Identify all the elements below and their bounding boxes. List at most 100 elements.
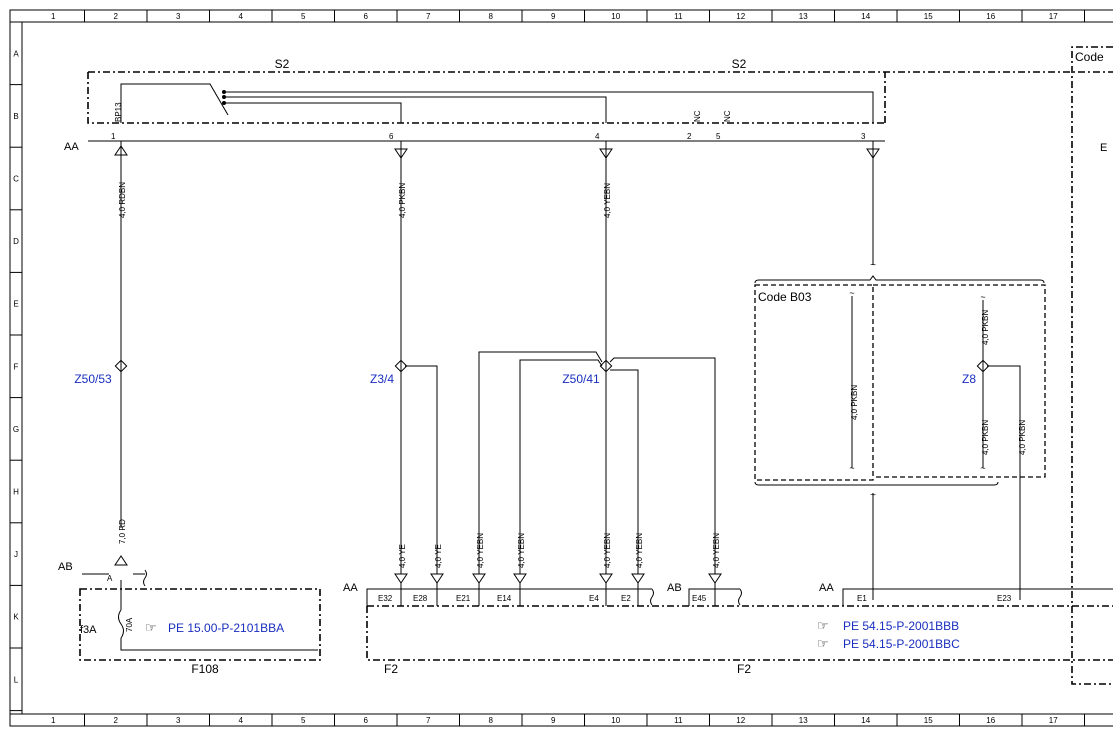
wire-label-4: 7,0 RD xyxy=(118,519,127,544)
column-number: 15 xyxy=(924,12,933,21)
row-letter: L xyxy=(14,675,19,684)
column-number: 14 xyxy=(861,716,870,725)
row-letter: K xyxy=(13,613,19,622)
fuse-rating: 70A xyxy=(125,617,134,632)
svg-text:~: ~ xyxy=(980,292,985,302)
column-number: 1 xyxy=(51,716,56,725)
column-number: 1 xyxy=(51,12,56,21)
f2-label-right: F2 xyxy=(737,662,751,676)
connector-aa-right-label: AA xyxy=(819,582,834,594)
connector-ab-left: AB xyxy=(58,561,73,573)
column-number: 8 xyxy=(489,716,494,725)
reference-hand-1-icon: ☞ xyxy=(145,620,157,635)
f108-boundary xyxy=(79,588,321,661)
pin-e28: E28 xyxy=(413,594,428,603)
row-letter: D xyxy=(13,237,19,246)
splice-z50-53-label: Z50/53 xyxy=(74,372,112,386)
wire-label-10: 4,0 YEBN xyxy=(635,533,644,568)
s2-label-right: S2 xyxy=(732,57,747,71)
pin-bp13: BP13 xyxy=(114,102,123,122)
fuse-f3a xyxy=(118,609,124,639)
svg-text:~: ~ xyxy=(849,288,854,298)
reference-hand-3-icon: ☞ xyxy=(817,636,829,651)
row-letter: H xyxy=(13,488,19,497)
wire-label-7: 4,0 YEBN xyxy=(476,533,485,568)
column-number: 7 xyxy=(426,716,431,725)
wire-label-15: 4,0 PKBN xyxy=(1018,420,1027,455)
wire-label-3: 4,0 YEBN xyxy=(603,183,612,218)
column-number: 9 xyxy=(551,716,556,725)
column-number: 16 xyxy=(986,12,995,21)
code-box-label: Code xyxy=(1075,50,1104,64)
svg-text:~: ~ xyxy=(980,463,985,473)
reference-2[interactable]: PE 54.15-P-2001BBB xyxy=(843,619,959,633)
wire-label-1: 4,0 RDBN xyxy=(118,182,127,218)
column-number: 5 xyxy=(301,716,306,725)
pin-6: 6 xyxy=(389,132,394,141)
row-letter: B xyxy=(13,112,18,121)
row-letter: F xyxy=(14,362,19,371)
column-number: 8 xyxy=(489,12,494,21)
switch-contact xyxy=(120,83,229,123)
pin-nc-1: NC xyxy=(693,110,702,122)
splice-z50-41 xyxy=(599,359,613,373)
pin-e32: E32 xyxy=(378,594,393,603)
wire-label-8: 4,0 YEBN xyxy=(517,533,526,568)
column-number: 6 xyxy=(364,12,369,21)
connector-ab-f2-label: AB xyxy=(667,582,682,594)
pin-e4: E4 xyxy=(589,594,599,603)
column-number: 7 xyxy=(426,12,431,21)
column-number: 3 xyxy=(176,12,181,21)
column-number: 13 xyxy=(799,12,808,21)
pin-e45: E45 xyxy=(692,594,707,603)
column-number: 13 xyxy=(799,716,808,725)
reference-hand-2-icon: ☞ xyxy=(817,618,829,633)
column-number: 5 xyxy=(301,12,306,21)
wire-label-5: 4,0 YE xyxy=(398,544,407,568)
reference-1[interactable]: PE 15.00-P-2101BBA xyxy=(168,621,284,635)
column-number: 17 xyxy=(1049,716,1058,725)
diagram-frame xyxy=(9,9,1113,727)
column-number: 10 xyxy=(611,12,620,21)
code-b03-boundary xyxy=(754,284,874,481)
column-number: 11 xyxy=(674,716,683,725)
pin-e2: E2 xyxy=(621,594,631,603)
pin-3: 3 xyxy=(861,132,866,141)
svg-text:~: ~ xyxy=(870,260,876,271)
f108-label: F108 xyxy=(191,662,219,676)
pin-1: 1 xyxy=(111,132,116,141)
column-number: 4 xyxy=(239,716,244,725)
column-number: 6 xyxy=(364,716,369,725)
connector-aa-f2-label: AA xyxy=(343,582,358,594)
reference-3[interactable]: PE 54.15-P-2001BBC xyxy=(843,637,960,651)
connector-aa-f2 xyxy=(366,588,652,606)
pin-e14: E14 xyxy=(497,594,512,603)
pin-2: 2 xyxy=(687,132,692,141)
s2-label-left: S2 xyxy=(275,57,290,71)
column-number: 12 xyxy=(736,716,745,725)
column-number: 3 xyxy=(176,716,181,725)
row-letter: C xyxy=(13,175,19,184)
svg-text:~: ~ xyxy=(849,463,854,473)
pin-e23: E23 xyxy=(997,594,1012,603)
column-number: 11 xyxy=(674,12,683,21)
splice-z8-label: Z8 xyxy=(962,372,976,386)
s2-boundary xyxy=(87,72,885,124)
connector-aa-top-label: AA xyxy=(64,141,79,153)
wire-label-14: 4,0 PKBN xyxy=(981,420,990,455)
pin-nc-2: NC xyxy=(723,110,732,122)
column-number: 17 xyxy=(1049,12,1058,21)
splice-z3-4 xyxy=(394,359,408,373)
column-number: 15 xyxy=(924,716,933,725)
wire-label-11: 4,0 YEBN xyxy=(712,533,721,568)
splice-z3-4-label: Z3/4 xyxy=(370,372,394,386)
svg-text:~: ~ xyxy=(870,490,876,501)
connector-ab-f2 xyxy=(688,588,740,606)
code-box-row-e: E xyxy=(1100,142,1107,154)
wire-label-2: 4,0 PKBN xyxy=(398,183,407,218)
wire-label-13: 4,0 PKBN xyxy=(981,310,990,345)
wire-label-9: 4,0 YEBN xyxy=(603,533,612,568)
